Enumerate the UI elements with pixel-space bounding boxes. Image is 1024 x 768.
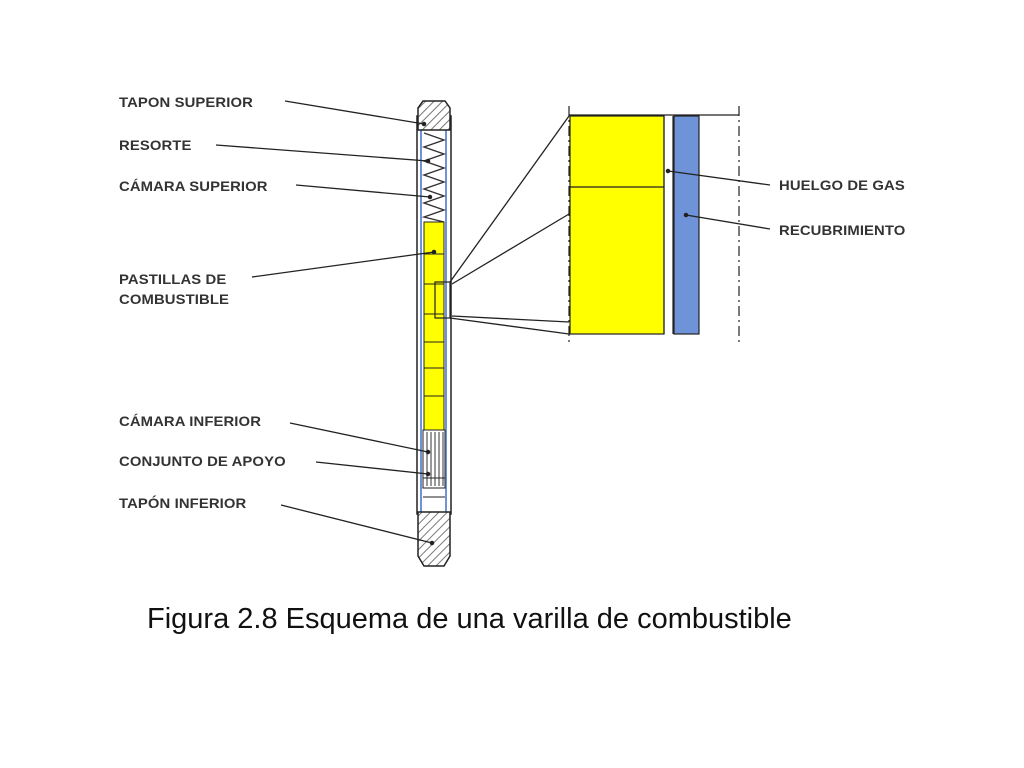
label-camara-superior: CÁMARA SUPERIOR [119, 178, 268, 194]
spring [421, 132, 447, 223]
detail-cladding [673, 115, 700, 335]
label-pastillas-line2: COMBUSTIBLE [119, 291, 229, 307]
label-tapon-inferior: TAPÓN INFERIOR [119, 495, 247, 511]
detail-view [449, 106, 740, 346]
label-resorte: RESORTE [119, 137, 192, 153]
bottom-plug [417, 511, 451, 567]
figure-caption: Figura 2.8 Esquema de una varilla de com… [147, 603, 792, 635]
label-conjunto-apoyo: CONJUNTO DE APOYO [119, 453, 286, 469]
fuel-rod [416, 100, 452, 567]
label-recubrimiento: RECUBRIMIENTO [779, 222, 906, 238]
top-plug [417, 100, 451, 131]
detail-pellet [569, 115, 665, 335]
support-assembly [422, 429, 446, 498]
label-pastillas-line1: PASTILLAS DE [119, 271, 227, 287]
label-huelgo-gas: HUELGO DE GAS [779, 177, 905, 193]
label-camara-inferior: CÁMARA INFERIOR [119, 413, 262, 429]
detail-source-box [434, 281, 451, 319]
label-tapon-superior: TAPON SUPERIOR [119, 94, 253, 110]
leader-lines [215, 100, 771, 546]
